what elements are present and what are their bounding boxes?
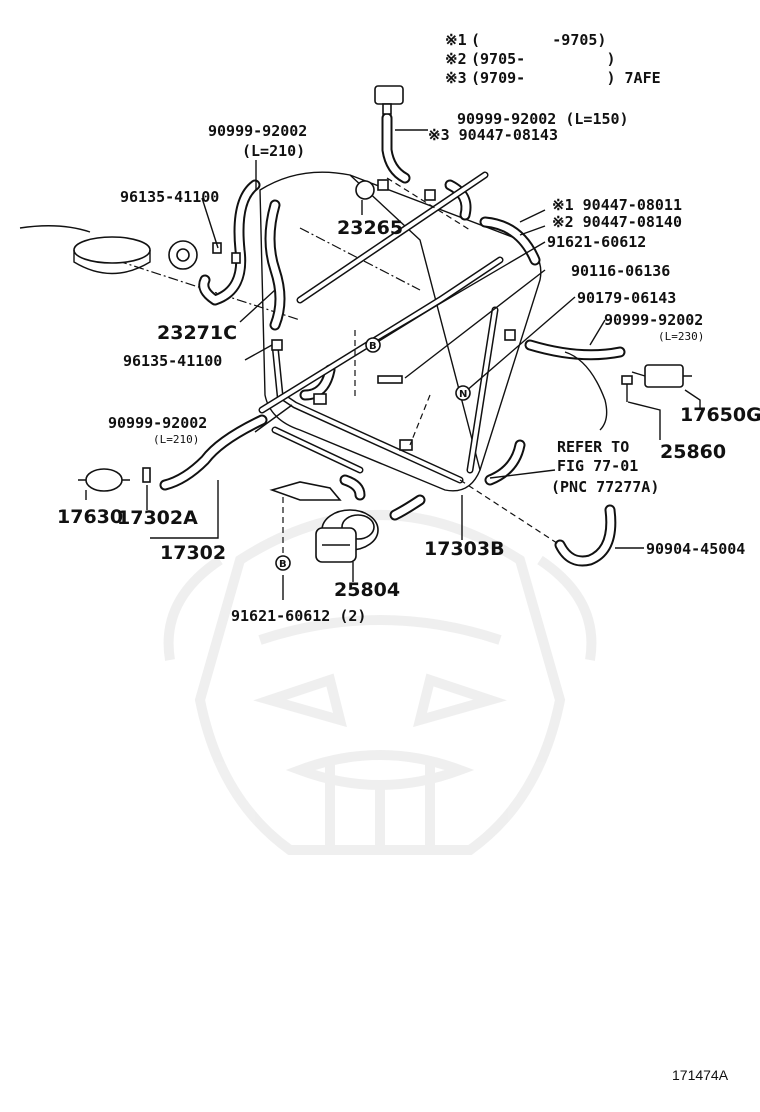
label-90999-92002-left: 90999-92002 bbox=[108, 414, 207, 432]
label-l210-top: (L=210) bbox=[242, 142, 305, 160]
label-25860: 25860 bbox=[660, 441, 726, 463]
label-91621-60612: 91621-60612 bbox=[547, 233, 646, 251]
label-17303b: 17303B bbox=[424, 538, 505, 560]
leader-lines bbox=[85, 129, 701, 600]
circle-markers: B N B bbox=[275, 337, 471, 571]
label-17650g: 17650G bbox=[680, 404, 760, 426]
dashed-assembly-lines bbox=[282, 177, 561, 555]
label-17630: 17630 bbox=[57, 506, 123, 528]
label-l210-left: (L=210) bbox=[153, 433, 199, 446]
label-90999-92002-top: 90999-92002 bbox=[208, 122, 307, 140]
label-17302a: 17302A bbox=[117, 507, 198, 529]
label-90179-06143: 90179-06143 bbox=[577, 289, 676, 307]
watermark-logo bbox=[163, 510, 597, 855]
small-parts bbox=[78, 85, 692, 492]
label-25804: 25804 bbox=[334, 579, 400, 601]
label-90116-06136: 90116-06136 bbox=[571, 262, 670, 280]
label-17302: 17302 bbox=[160, 542, 226, 564]
label-23265: 23265 bbox=[337, 217, 403, 239]
note-2-mark: ※2 bbox=[445, 50, 467, 68]
marker-n bbox=[455, 385, 471, 401]
note-1-mark: ※1 bbox=[445, 31, 467, 49]
label-90447-08143: ※3 90447-08143 bbox=[428, 126, 558, 144]
marker-b-lower bbox=[275, 555, 291, 571]
note-1-text: ( -9705) bbox=[471, 31, 606, 49]
hoses bbox=[159, 112, 626, 567]
filter-cap bbox=[19, 225, 151, 275]
marker-b-upper-label: B bbox=[369, 341, 377, 352]
label-90999-92002-right: 90999-92002 bbox=[604, 311, 703, 329]
note-3-text: (9709- ) 7AFE bbox=[471, 69, 661, 87]
figure-id: 171474A bbox=[672, 1067, 729, 1083]
label-refer-fig: FIG 77-01 bbox=[557, 457, 638, 475]
label-90904-45004: 90904-45004 bbox=[646, 540, 745, 558]
label-90447-08140: ※2 90447-08140 bbox=[552, 213, 682, 231]
pipes bbox=[258, 171, 504, 484]
label-refer-pnc: (PNC 77277A) bbox=[551, 478, 659, 496]
label-96135-41100-top: 96135-41100 bbox=[120, 188, 219, 206]
label-90447-08011: ※1 90447-08011 bbox=[552, 196, 682, 214]
label-90999-92002-l150: 90999-92002 (L=150) bbox=[457, 110, 629, 128]
note-3-mark: ※3 bbox=[445, 69, 467, 87]
part-labels: 90999-92002 (L=150) ※3 90447-08143 90999… bbox=[57, 110, 760, 625]
label-refer-to: REFER TO bbox=[557, 438, 629, 456]
label-23271c: 23271C bbox=[157, 322, 237, 344]
label-91621-60612-2: 91621-60612 (2) bbox=[231, 607, 366, 625]
vsv-25804 bbox=[269, 481, 379, 563]
marker-n-label: N bbox=[459, 389, 467, 400]
label-l230: (L=230) bbox=[658, 330, 704, 343]
notes-block: ※1 ( -9705) ※2 (9705- ) ※3 (9709- ) 7AFE bbox=[445, 31, 661, 87]
marker-b-upper bbox=[365, 337, 381, 353]
label-96135-41100-mid: 96135-41100 bbox=[123, 352, 222, 370]
note-2-text: (9705- ) bbox=[471, 50, 616, 68]
marker-b-lower-label: B bbox=[279, 559, 287, 570]
